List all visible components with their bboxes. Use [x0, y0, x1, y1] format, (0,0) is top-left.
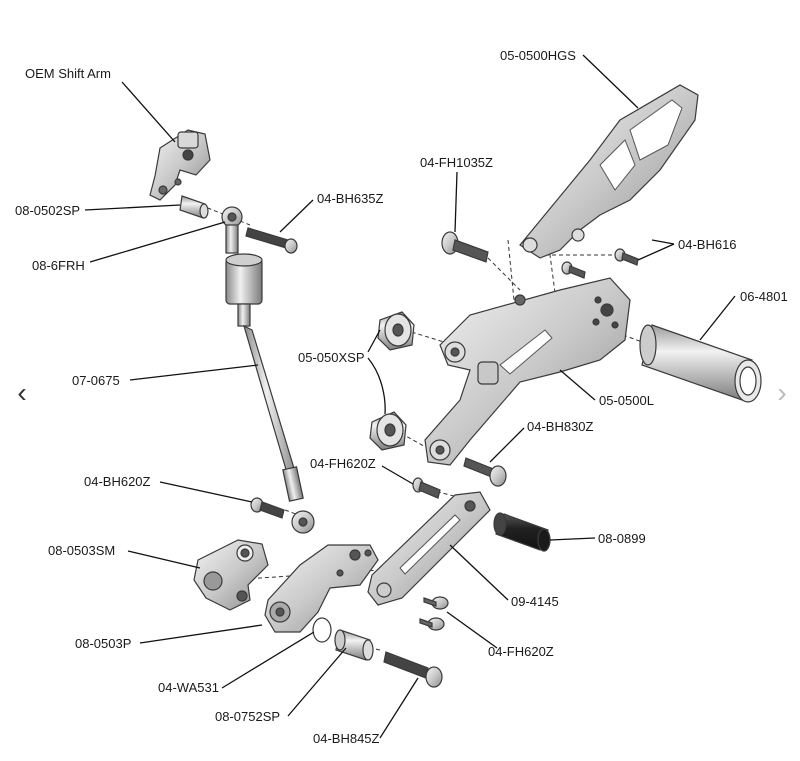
label-04-bh616: 04-BH616 [678, 237, 737, 252]
label-07-0675: 07-0675 [72, 373, 120, 388]
label-05-0500hgs: 05-0500HGS [500, 48, 576, 63]
footpeg-06-4801-part [639, 324, 762, 403]
bolt-04-bh635z-part [245, 227, 298, 254]
label-04-bh635z: 04-BH635Z [317, 191, 384, 206]
screw-04-fh620z-top-part [412, 477, 441, 499]
lever-09-4145-part [367, 491, 491, 606]
label-09-4145: 09-4145 [511, 594, 559, 609]
spacers-05-050xsp-part [369, 311, 415, 451]
screws-04-fh620z-bottom-part [419, 596, 449, 631]
leader-lines [84, 54, 736, 739]
label-05-0500l: 05-0500L [599, 393, 654, 408]
shift-rod-07-0675-part [225, 253, 315, 534]
heel-guard-05-0500hgs-part [519, 84, 699, 259]
label-04-wa531: 04-WA531 [158, 680, 219, 695]
spacer-08-0502sp-part [179, 195, 209, 219]
chevron-right-icon: › [777, 377, 787, 408]
bolt-04-bh845z-part [383, 651, 443, 688]
label-08-0752sp: 08-0752SP [215, 709, 280, 724]
bolts-04-bh616-part [561, 248, 639, 279]
label-06-4801: 06-4801 [740, 289, 788, 304]
label-04-fh620z-top: 04-FH620Z [310, 456, 376, 471]
label-04-bh845z: 04-BH845Z [313, 731, 380, 746]
peg-08-0899-part [493, 512, 551, 552]
block-08-0503sm-part [193, 539, 269, 611]
screw-04-fh1035z-part [441, 231, 489, 263]
label-08-0502sp: 08-0502SP [15, 203, 80, 218]
label-08-6frh: 08-6FRH [32, 258, 85, 273]
washer-04-wa531-part [312, 617, 332, 643]
callout-labels: OEM Shift Arm 08-0502SP 08-6FRH 04-BH635… [15, 48, 788, 746]
linkage-08-0503p-part [264, 544, 379, 633]
oem-shift-arm-part [149, 129, 211, 201]
next-arrow-button[interactable]: › [770, 377, 794, 408]
label-05-050xsp: 05-050XSP [298, 350, 365, 365]
chevron-left-icon: ‹ [17, 377, 27, 408]
label-oem-shift-arm: OEM Shift Arm [25, 66, 111, 81]
bracket-05-0500l-part [424, 277, 631, 466]
label-04-fh1035z: 04-FH1035Z [420, 155, 493, 170]
label-08-0503p: 08-0503P [75, 636, 131, 651]
label-04-fh620z-bottom: 04-FH620Z [488, 644, 554, 659]
bolt-04-bh830z-part [463, 457, 507, 487]
spacer-08-0752sp-part [334, 629, 374, 661]
label-04-bh830z: 04-BH830Z [527, 419, 594, 434]
rod-end-08-6frh-part [221, 206, 243, 254]
bolt-04-bh620z-part [250, 497, 285, 519]
label-04-bh620z: 04-BH620Z [84, 474, 151, 489]
prev-arrow-button[interactable]: ‹ [10, 377, 34, 408]
label-08-0899: 08-0899 [598, 531, 646, 546]
label-08-0503sm: 08-0503SM [48, 543, 115, 558]
